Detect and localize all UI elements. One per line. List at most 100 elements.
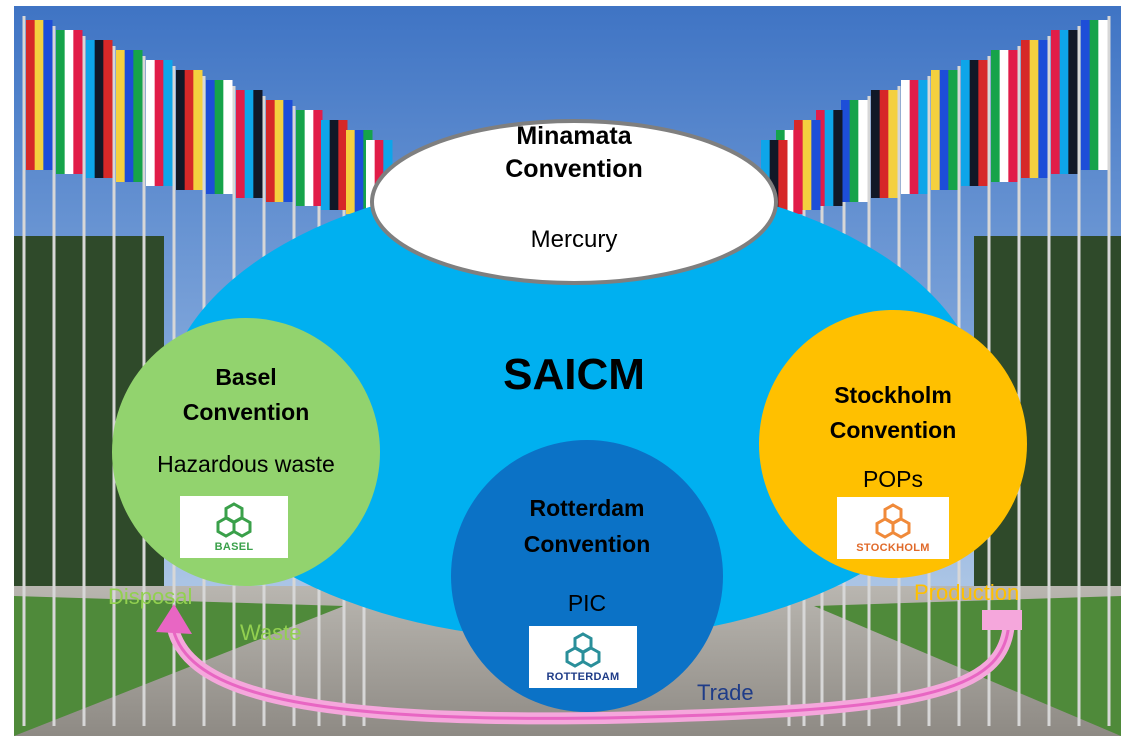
flag-stripe	[56, 30, 66, 174]
flag-stripe	[816, 110, 826, 206]
flag-stripe	[124, 50, 134, 182]
flag-stripe	[1008, 50, 1018, 182]
flag-stripe	[824, 110, 834, 206]
trade-label: Trade	[697, 680, 754, 705]
stockholm-title: Stockholm Convention	[803, 378, 983, 448]
flag-stripe	[1081, 20, 1091, 170]
diagram-scene: Minamata Convention Mercury SAICM Basel …	[14, 6, 1121, 736]
rotterdam-logo-icon	[565, 632, 601, 668]
flag-stripe	[86, 40, 96, 178]
flag-stripe	[214, 80, 224, 194]
minamata-title-line2: Convention	[505, 155, 643, 183]
basel-circle	[112, 318, 380, 586]
flag-stripe	[206, 80, 216, 194]
basel-logo-icon	[216, 502, 252, 538]
basel-subtitle: Hazardous waste	[157, 451, 335, 477]
flag-stripe	[939, 70, 949, 190]
flag-stripe	[1059, 30, 1069, 174]
flag-stripe	[769, 140, 779, 218]
flag-stripe	[1098, 20, 1108, 170]
flag-stripe	[193, 70, 203, 190]
flag-stripe	[793, 130, 803, 214]
flag-stripe	[811, 120, 821, 210]
flag-stripe	[223, 80, 233, 194]
rotterdam-title-line2: Convention	[523, 531, 651, 557]
basel-logo: BASEL	[180, 496, 288, 558]
flag-stripe	[133, 50, 143, 182]
background-photo	[14, 6, 1121, 736]
flag-stripe	[948, 70, 958, 190]
flag-stripe	[802, 120, 812, 210]
saicm-label: SAICM	[503, 350, 645, 399]
flag-stripe	[1029, 40, 1039, 178]
stockholm-logo-icon	[875, 503, 911, 539]
flag-stripe	[969, 60, 979, 186]
flag-stripe	[274, 100, 284, 202]
disposal-label: Disposal	[108, 584, 193, 609]
rotterdam-logo: ROTTERDAM	[529, 626, 637, 688]
flag-stripe	[918, 80, 928, 194]
basel-title-line1: Basel	[215, 364, 277, 390]
waste-label: Waste	[240, 620, 302, 645]
flag-stripe	[909, 80, 919, 194]
flag-stripe	[1021, 40, 1031, 178]
flag-stripe	[849, 100, 859, 202]
rotterdam-title: Rotterdam Convention	[497, 490, 677, 562]
flow-arrow-head	[156, 604, 192, 634]
flag-stripe	[296, 110, 306, 206]
basel-title: Basel Convention	[156, 360, 336, 430]
flag-stripe	[283, 100, 293, 202]
flag-stripe	[94, 40, 104, 178]
flag-stripe	[1089, 20, 1099, 170]
minamata-title-line1: Minamata	[516, 122, 632, 150]
flag-stripe	[901, 80, 911, 194]
flag-stripe	[43, 20, 53, 170]
basel-logo-text: BASEL	[214, 541, 254, 553]
flag-stripe	[338, 120, 348, 210]
flag-stripe	[103, 40, 113, 178]
flag-stripe	[888, 90, 898, 198]
rotterdam-logo-text: ROTTERDAM	[546, 671, 620, 683]
flag-stripe	[64, 30, 74, 174]
flag-stripe	[146, 60, 156, 186]
flag-stripe	[858, 100, 868, 202]
rotterdam-title-line1: Rotterdam	[529, 495, 645, 521]
minamata-subtitle: Mercury	[530, 226, 618, 253]
flag-stripe	[266, 100, 276, 202]
flag-stripe	[26, 20, 36, 170]
rotterdam-subtitle: PIC	[567, 590, 607, 616]
flag-stripe	[778, 140, 788, 218]
production-label: Production	[914, 580, 1020, 605]
flag-stripe	[176, 70, 186, 190]
basel-title-line2: Convention	[182, 399, 310, 425]
flag-stripe	[961, 60, 971, 186]
flow-arrow-edge	[170, 616, 1011, 720]
flag-stripe	[999, 50, 1009, 182]
flag-stripe	[354, 130, 364, 214]
stockholm-circle	[759, 310, 1027, 578]
flag-stripe	[366, 140, 376, 218]
flag-stripe	[304, 110, 314, 206]
minamata-title: Minamata Convention	[474, 120, 674, 186]
rotterdam-circle	[451, 440, 723, 712]
saicm-shape	[164, 176, 984, 640]
stockholm-logo: STOCKHOLM	[837, 497, 949, 559]
flag-stripe	[163, 60, 173, 186]
flag-stripe	[253, 90, 263, 198]
flag-stripe	[236, 90, 246, 198]
flag-stripe	[879, 90, 889, 198]
flag-stripe	[991, 50, 1001, 182]
flag-stripe	[73, 30, 83, 174]
flag-stripe	[329, 120, 339, 210]
flag-stripe	[841, 100, 851, 202]
flag-stripe	[784, 130, 794, 214]
flag-stripe	[1038, 40, 1048, 178]
flag-stripe	[833, 110, 843, 206]
flag-stripe	[1068, 30, 1078, 174]
flow-arrow-tail	[982, 610, 1022, 630]
flag-stripe	[346, 130, 356, 214]
flag-stripe	[244, 90, 254, 198]
minamata-ellipse	[370, 119, 778, 285]
stockholm-subtitle: POPs	[862, 466, 924, 492]
flag-stripe	[871, 90, 881, 198]
